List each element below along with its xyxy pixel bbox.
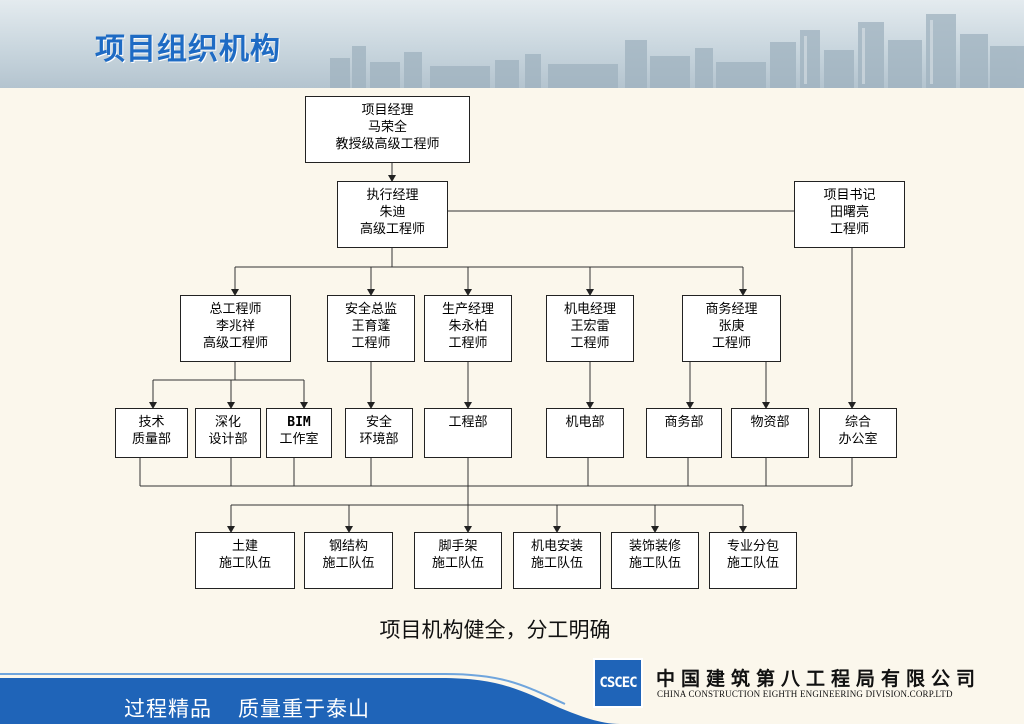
node-line: 安全 bbox=[346, 414, 412, 431]
cscec-logo-icon: CSCEC bbox=[593, 658, 643, 708]
node-line: 专业分包 bbox=[710, 538, 796, 555]
node-decoration-team: 装饰装修 施工队伍 bbox=[611, 532, 699, 589]
node-line: 质量部 bbox=[116, 431, 187, 448]
node-line: 教授级高级工程师 bbox=[306, 136, 469, 153]
node-line: 钢结构 bbox=[305, 538, 392, 555]
node-engineering-dept: 工程部 bbox=[424, 408, 512, 458]
node-line: 机电经理 bbox=[547, 301, 633, 318]
node-business-dept: 商务部 bbox=[646, 408, 722, 458]
node-line: 工程师 bbox=[425, 335, 511, 352]
node-line: 执行经理 bbox=[338, 187, 447, 204]
node-line: 土建 bbox=[196, 538, 294, 555]
node-line: 工程部 bbox=[425, 414, 511, 431]
node-line: 脚手架 bbox=[415, 538, 501, 555]
node-line: 总工程师 bbox=[181, 301, 290, 318]
node-line: 装饰装修 bbox=[612, 538, 698, 555]
node-line: 施工队伍 bbox=[612, 555, 698, 572]
node-line: 张庚 bbox=[683, 318, 780, 335]
node-line: 朱迪 bbox=[338, 204, 447, 221]
slogan-part: 过程精品 bbox=[124, 697, 212, 721]
node-line: 综合 bbox=[820, 414, 896, 431]
node-line: 机电安装 bbox=[514, 538, 600, 555]
node-subcontract-team: 专业分包 施工队伍 bbox=[709, 532, 797, 589]
node-line: 施工队伍 bbox=[710, 555, 796, 572]
node-line: 项目经理 bbox=[306, 102, 469, 119]
node-material-dept: 物资部 bbox=[731, 408, 809, 458]
footer-slogan: 过程精品 质量重于泰山 bbox=[124, 693, 396, 723]
node-design-dept: 深化 设计部 bbox=[195, 408, 261, 458]
node-line: 施工队伍 bbox=[514, 555, 600, 572]
node-steel-team: 钢结构 施工队伍 bbox=[304, 532, 393, 589]
node-line: 物资部 bbox=[732, 414, 808, 431]
node-line: 高级工程师 bbox=[338, 221, 447, 238]
node-safety-env-dept: 安全 环境部 bbox=[345, 408, 413, 458]
node-line: 马荣全 bbox=[306, 119, 469, 136]
node-line: BIM bbox=[267, 414, 331, 431]
node-general-office: 综合 办公室 bbox=[819, 408, 897, 458]
node-mep-dept: 机电部 bbox=[546, 408, 624, 458]
node-chief-engineer: 总工程师 李兆祥 高级工程师 bbox=[180, 295, 291, 362]
node-line: 施工队伍 bbox=[196, 555, 294, 572]
node-executive-manager: 执行经理 朱迪 高级工程师 bbox=[337, 181, 448, 248]
node-project-manager: 项目经理 马荣全 教授级高级工程师 bbox=[305, 96, 470, 163]
node-mep-install-team: 机电安装 施工队伍 bbox=[513, 532, 601, 589]
node-project-secretary: 项目书记 田曙亮 工程师 bbox=[794, 181, 905, 248]
node-line: 商务经理 bbox=[683, 301, 780, 318]
node-production-manager: 生产经理 朱永柏 工程师 bbox=[424, 295, 512, 362]
company-name-en: CHINA CONSTRUCTION EIGHTH ENGINEERING DI… bbox=[657, 689, 953, 699]
node-business-manager: 商务经理 张庚 工程师 bbox=[682, 295, 781, 362]
node-line: 工程师 bbox=[328, 335, 414, 352]
node-line: 王育蓬 bbox=[328, 318, 414, 335]
node-line: 机电部 bbox=[547, 414, 623, 431]
node-scaffold-team: 脚手架 施工队伍 bbox=[414, 532, 502, 589]
node-line: 安全总监 bbox=[328, 301, 414, 318]
company-name-cn: 中国建筑第八工程局有限公司 bbox=[656, 664, 981, 691]
node-line: 高级工程师 bbox=[181, 335, 290, 352]
node-line: 生产经理 bbox=[425, 301, 511, 318]
node-line: 设计部 bbox=[196, 431, 260, 448]
node-line: 项目书记 bbox=[795, 187, 904, 204]
node-safety-director: 安全总监 王育蓬 工程师 bbox=[327, 295, 415, 362]
node-line: 工作室 bbox=[267, 431, 331, 448]
slogan-part: 质量重于泰山 bbox=[238, 697, 370, 721]
node-line: 工程师 bbox=[795, 221, 904, 238]
node-line: 施工队伍 bbox=[415, 555, 501, 572]
node-mep-manager: 机电经理 王宏雷 工程师 bbox=[546, 295, 634, 362]
node-tech-quality-dept: 技术 质量部 bbox=[115, 408, 188, 458]
node-line: 朱永柏 bbox=[425, 318, 511, 335]
node-line: 李兆祥 bbox=[181, 318, 290, 335]
node-line: 工程师 bbox=[683, 335, 780, 352]
node-bim-studio: BIM 工作室 bbox=[266, 408, 332, 458]
node-line: 施工队伍 bbox=[305, 555, 392, 572]
node-civil-team: 土建 施工队伍 bbox=[195, 532, 295, 589]
node-line: 办公室 bbox=[820, 431, 896, 448]
node-line: 技术 bbox=[116, 414, 187, 431]
node-line: 田曙亮 bbox=[795, 204, 904, 221]
node-line: 工程师 bbox=[547, 335, 633, 352]
node-line: 环境部 bbox=[346, 431, 412, 448]
node-line: 深化 bbox=[196, 414, 260, 431]
summary-caption: 项目机构健全，分工明确 bbox=[0, 614, 990, 644]
node-line: 王宏雷 bbox=[547, 318, 633, 335]
node-line: 商务部 bbox=[647, 414, 721, 431]
